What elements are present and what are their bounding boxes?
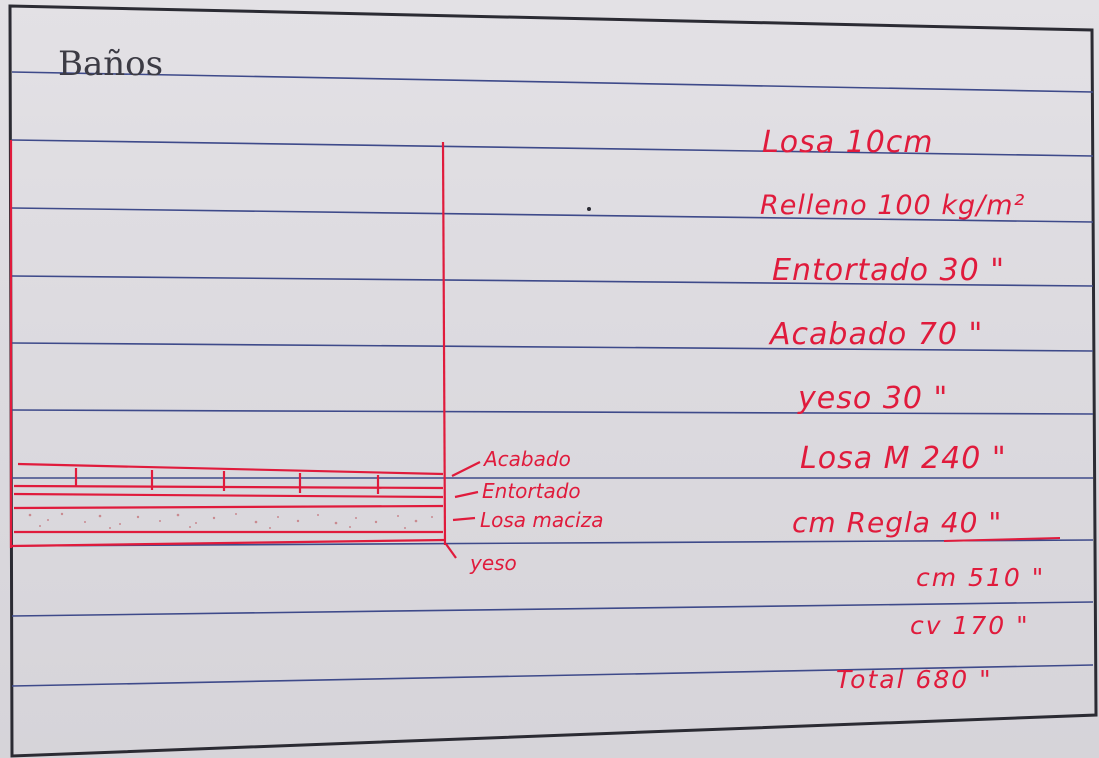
label-acabado: Acabado	[482, 447, 571, 471]
ruled-lines	[11, 71, 1094, 687]
load-cm: cm 510 "	[916, 563, 1045, 592]
slab-section-drawing	[9, 140, 481, 559]
subtotal-underline	[943, 537, 1061, 542]
load-acabado: Acabado 70 "	[768, 317, 983, 352]
concrete-fill-texture	[28, 512, 433, 529]
load-cm-regla: cm Regla 40 "	[792, 506, 1002, 539]
label-entortado: Entortado	[482, 479, 581, 503]
load-cv: cv 170 "	[910, 611, 1030, 640]
label-yeso: yeso	[469, 551, 517, 575]
pencil-dot	[587, 207, 591, 211]
load-yeso: yeso 30 "	[797, 381, 948, 416]
load-entortado: Entortado 30 "	[772, 253, 1005, 288]
page-title: Baños	[58, 44, 163, 84]
load-losa-m: Losa M 240 "	[800, 441, 1007, 476]
load-losa: Losa 10cm	[762, 125, 934, 160]
load-total: Total 680 "	[836, 665, 993, 694]
load-relleno: Relleno 100 kg/m²	[760, 190, 1025, 221]
label-losa-maciza: Losa maciza	[480, 508, 603, 532]
